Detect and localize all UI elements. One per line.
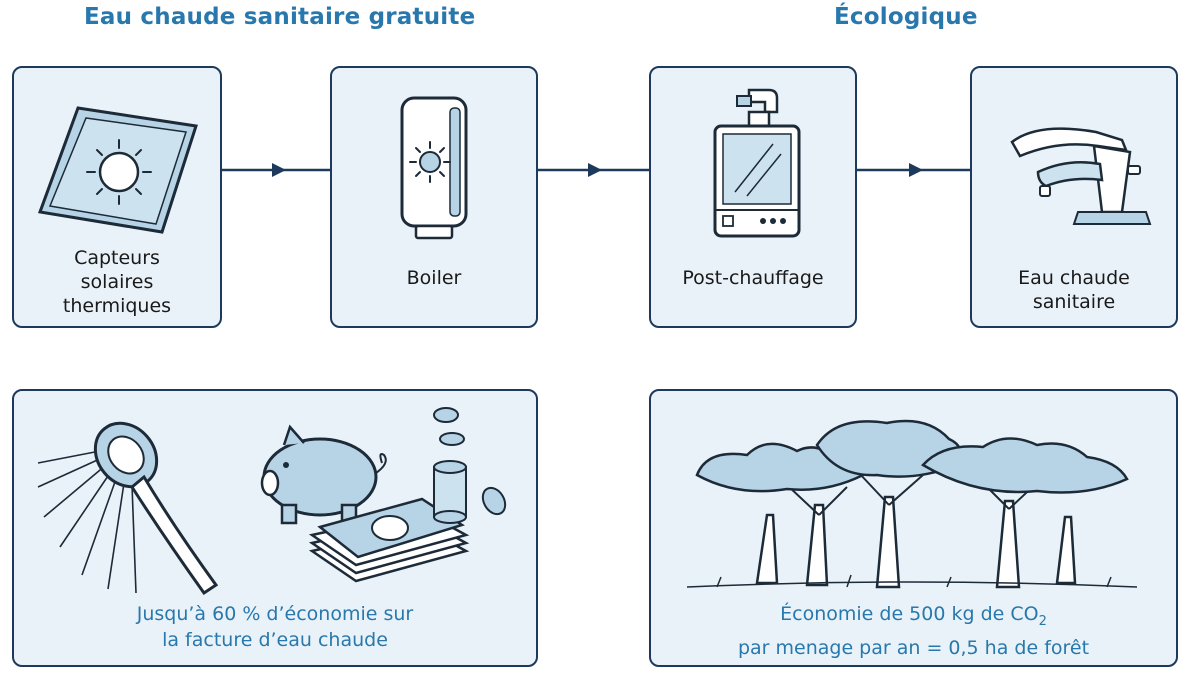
benefit-ecology: Économie de 500 kg de CO2 par menage par… [649,389,1178,667]
step-label-line: Post-chauffage [682,267,824,289]
step-label-line: sanitaire [1032,291,1116,313]
trees-icon [686,405,1138,595]
step-solar-collectors: Capteurs solaires thermiques [12,66,222,328]
flow-arrow [538,160,649,180]
savings-text-line-1: Jusqu’à 60 % d’économie sur [136,603,414,625]
step-boiler: Boiler [330,66,538,328]
benefit-savings: Jusqu’à 60 % d’économie sur la facture d… [12,389,538,667]
heater-icon [711,82,803,246]
coins-icon [424,405,508,525]
savings-text-line-2: la facture d’eau chaude [162,629,388,651]
piggy-bank-icon [260,423,400,533]
step-label-line: thermiques [62,295,172,317]
step-label-line: Capteurs [74,247,160,269]
step-domestic-hot-water: Eau chaude sanitaire [970,66,1178,328]
faucet-icon [998,102,1158,232]
heading-ecological: Écologique [834,4,978,30]
boiler-icon [396,94,476,244]
shower-head-icon [34,417,234,597]
banknotes-icon [302,491,472,591]
ecology-text-prefix: Économie de 500 kg de CO [780,603,1039,625]
flow-arrow [222,160,330,180]
flow-arrow [857,160,970,180]
step-label-line: Boiler [406,267,462,289]
ecology-text-line-1: Économie de 500 kg de CO2 [651,601,1176,635]
step-label-line: solaires [80,271,154,293]
co2-subscript: 2 [1038,613,1047,629]
ecology-text-line-2: par menage par an = 0,5 ha de forêt [737,636,1090,659]
solar-panel-icon [36,100,202,240]
step-label-line: Eau chaude [1018,267,1130,289]
heading-free-hot-water: Eau chaude sanitaire gratuite [84,4,476,30]
step-post-heating: Post-chauffage [649,66,857,328]
